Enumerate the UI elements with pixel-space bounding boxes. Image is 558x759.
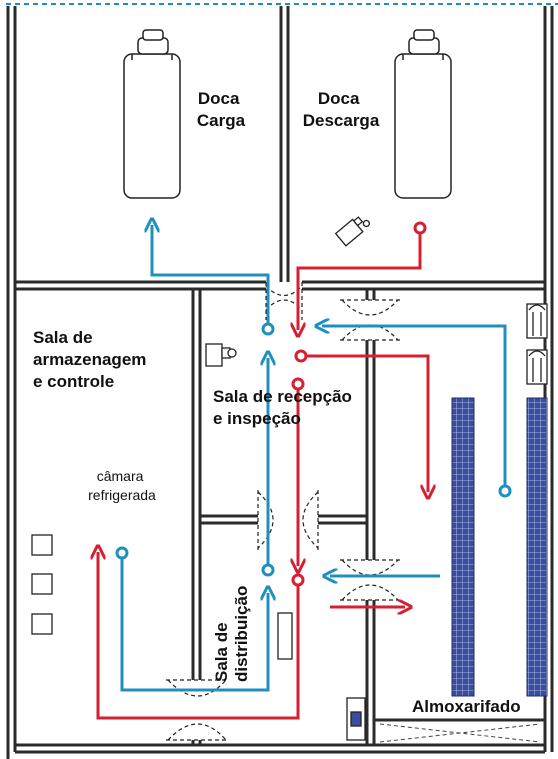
door-icon <box>526 303 548 339</box>
doca-carga-label-2: Carga <box>197 111 246 130</box>
forklift-icon <box>205 343 237 367</box>
rack-icon <box>451 397 475 697</box>
svg-text:Sala de armazenagem e: Sala de armazenagem e controle <box>33 328 151 391</box>
flow-reception-to-almox <box>304 354 428 492</box>
door-reception-dist <box>257 490 319 550</box>
camara-label-1: câmara <box>97 468 144 484</box>
flow-node <box>261 563 275 577</box>
red-flow <box>98 221 428 720</box>
flow-to-doca-carga <box>152 225 270 326</box>
recepcao-label-2: e inspeção <box>213 409 301 428</box>
flow-dist-to-storage <box>98 552 300 720</box>
pallet-jack-icon <box>334 216 371 247</box>
svg-text:Sala de recepção e inspeçã: Sala de recepção e inspeção <box>213 387 357 428</box>
cabinet-icon <box>346 697 366 741</box>
bottom-shelf-strip <box>379 723 541 743</box>
flow-node <box>261 322 275 336</box>
flow-node <box>294 349 308 363</box>
camara-label-2: refrigerada <box>88 487 156 503</box>
flow-node <box>291 573 305 587</box>
blue-flow <box>115 225 512 692</box>
door-storage-dist <box>166 679 228 741</box>
box-icon <box>31 534 53 556</box>
flow-storage-to-dist <box>120 557 268 692</box>
flow-from-doca-descarga <box>298 232 422 330</box>
armazenagem-label-2: armazenagem <box>33 350 146 369</box>
doca-descarga-label-2: Descarga <box>303 111 380 130</box>
almoxarifado-label: Almoxarifado <box>412 697 521 716</box>
recepcao-label-1: Sala de recepção <box>213 387 352 406</box>
doca-descarga-label-1: Doca <box>318 89 360 108</box>
svg-text:Sala de distribuição: Sala de distribuição <box>212 586 251 682</box>
distribuicao-label-1: Sala de <box>212 622 231 682</box>
armazenagem-label-1: Sala de <box>33 328 93 347</box>
box-icon <box>31 613 53 635</box>
flow-node <box>291 377 305 391</box>
svg-text:câmara refrigerada: câmara refrigerada <box>88 468 156 503</box>
distribuicao-label-2: distribuição <box>232 586 251 682</box>
flow-node <box>413 221 427 235</box>
truck-icon <box>394 29 452 199</box>
door-almox-bottom <box>340 559 400 601</box>
armazenagem-label-3: e controle <box>33 372 114 391</box>
door-icon <box>526 349 548 385</box>
flow-node <box>498 484 512 498</box>
doca-carga-label-1: Doca <box>198 89 240 108</box>
flow-node <box>115 546 129 560</box>
door-almox-top <box>340 299 400 341</box>
flow-rack-to-reception <box>322 326 507 488</box>
truck-icon <box>123 29 181 199</box>
cart-icon <box>277 612 293 660</box>
svg-text:Doca Descarga: Doca Descarga <box>303 89 380 130</box>
rack-icon <box>526 397 548 697</box>
svg-text:Doca Carga: Doca Carga <box>197 89 246 130</box>
box-icon <box>31 573 53 595</box>
